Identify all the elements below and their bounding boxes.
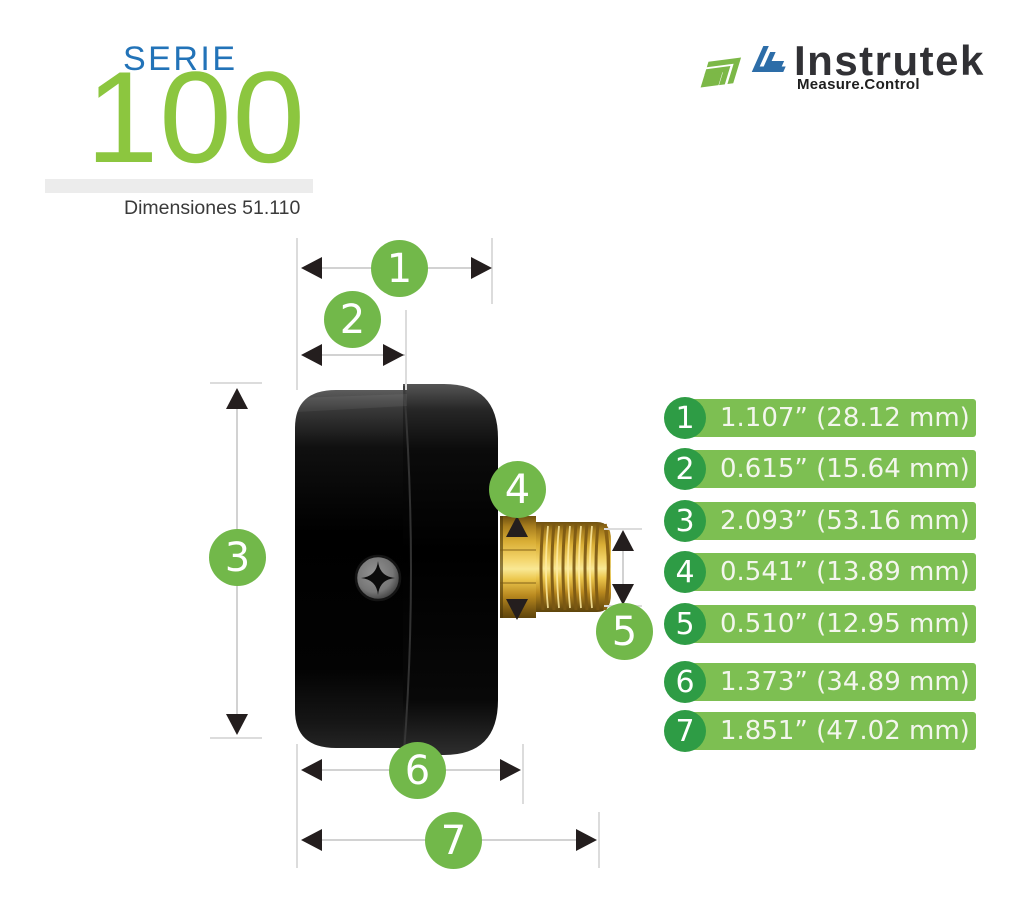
dimension-line-5 — [622, 548, 624, 588]
extension-line-dim67-left — [296, 744, 298, 868]
dimension-value: 2.093” (53.16 mm) — [720, 506, 970, 536]
dimension-number: 1 — [675, 400, 695, 436]
gauge-seam — [403, 385, 412, 754]
callout-number: 2 — [339, 296, 366, 343]
arrowhead-right-dim7 — [576, 829, 597, 851]
series-number: 100 — [86, 44, 306, 190]
dimension-row-bar-4: 0.541” (13.89 mm) — [676, 553, 976, 591]
callout-badge-4: 4 — [489, 461, 546, 518]
logo-green-stripes — [700, 57, 742, 88]
brand-name: Instrutek — [794, 37, 985, 84]
dimension-badge-5: 5 — [664, 603, 706, 645]
extension-line-dim7-right — [598, 812, 600, 868]
brand-tagline: Measure.Control — [797, 76, 920, 93]
dimension-row-bar-1: 1.107” (28.12 mm) — [676, 399, 976, 437]
dimension-row-bar-2: 0.615” (15.64 mm) — [676, 450, 976, 488]
extension-line-dim3-bottom — [210, 737, 262, 739]
arrowhead-down-dim3 — [226, 714, 248, 735]
dimension-badge-6: 6 — [664, 661, 706, 703]
dimension-number: 5 — [675, 606, 695, 642]
dimension-value: 1.373” (34.89 mm) — [720, 667, 970, 697]
brass-thread — [536, 522, 611, 612]
header-underline-bar — [45, 179, 313, 193]
arrowhead-right-dim2 — [383, 344, 404, 366]
dimension-number: 4 — [675, 554, 695, 590]
callout-number: 5 — [611, 608, 638, 655]
callout-badge-3: 3 — [209, 529, 266, 586]
dimension-badge-3: 3 — [664, 500, 706, 542]
dimension-value: 1.851” (47.02 mm) — [720, 716, 970, 746]
arrowhead-up-dim3 — [226, 388, 248, 409]
dimension-number: 3 — [675, 503, 695, 539]
gauge-bezel — [403, 384, 498, 755]
extension-line-dim6-right — [522, 744, 524, 804]
dimension-badge-2: 2 — [664, 448, 706, 490]
callout-number: 7 — [440, 817, 467, 864]
arrowhead-up-dim5 — [612, 530, 634, 551]
callout-badge-2: 2 — [324, 291, 381, 348]
arrowhead-left-dim6 — [301, 759, 322, 781]
dimension-row-bar-3: 2.093” (53.16 mm) — [676, 502, 976, 540]
logo-blue-stripes — [751, 46, 786, 72]
arrowhead-down-dim5 — [612, 584, 634, 605]
instrutek-logo-icon — [700, 46, 786, 88]
pressure-gauge-side-view — [295, 384, 611, 755]
callout-badge-1: 1 — [371, 240, 428, 297]
arrowhead-right-dim6 — [500, 759, 521, 781]
extension-line-dim1-right — [491, 238, 493, 304]
dimension-row-bar-6: 1.373” (34.89 mm) — [676, 663, 976, 701]
arrowhead-right-dim1 — [471, 257, 492, 279]
dimension-number: 6 — [675, 664, 695, 700]
dimension-value: 0.510” (12.95 mm) — [720, 609, 970, 639]
callout-badge-7: 7 — [425, 812, 482, 869]
callout-number: 3 — [224, 534, 251, 581]
extension-line-dim3-top — [210, 382, 262, 384]
dimension-badge-1: 1 — [664, 397, 706, 439]
callout-number: 1 — [386, 245, 413, 292]
dimension-value: 0.541” (13.89 mm) — [720, 557, 970, 587]
extension-line-dim5-top — [604, 528, 642, 530]
arrowhead-left-dim1 — [301, 257, 322, 279]
dimension-number: 7 — [675, 713, 695, 749]
arrowhead-down-dim4 — [506, 599, 528, 620]
dimension-number: 2 — [675, 451, 695, 487]
dimensions-subtitle: Dimensiones 51.110 — [124, 197, 301, 219]
arrowhead-up-dim4 — [506, 516, 528, 537]
dimension-value: 1.107” (28.12 mm) — [720, 403, 970, 433]
callout-number: 4 — [504, 466, 531, 513]
arrowhead-left-dim2 — [301, 344, 322, 366]
callout-number: 6 — [404, 747, 431, 794]
dimension-badge-7: 7 — [664, 710, 706, 752]
series-label: SERIE — [123, 40, 238, 78]
gauge-case-back — [295, 390, 407, 748]
arrowhead-left-dim7 — [301, 829, 322, 851]
dimension-value: 0.615” (15.64 mm) — [720, 454, 970, 484]
callout-badge-5: 5 — [596, 603, 653, 660]
dimension-row-bar-7: 1.851” (47.02 mm) — [676, 712, 976, 750]
phillips-screw-icon — [354, 554, 402, 602]
dimension-line-2 — [303, 354, 405, 356]
extension-line-dim2-right — [405, 310, 407, 390]
dimension-row-bar-5: 0.510” (12.95 mm) — [676, 605, 976, 643]
dimension-badge-4: 4 — [664, 551, 706, 593]
extension-line-dim1-left — [296, 238, 298, 390]
callout-badge-6: 6 — [389, 742, 446, 799]
